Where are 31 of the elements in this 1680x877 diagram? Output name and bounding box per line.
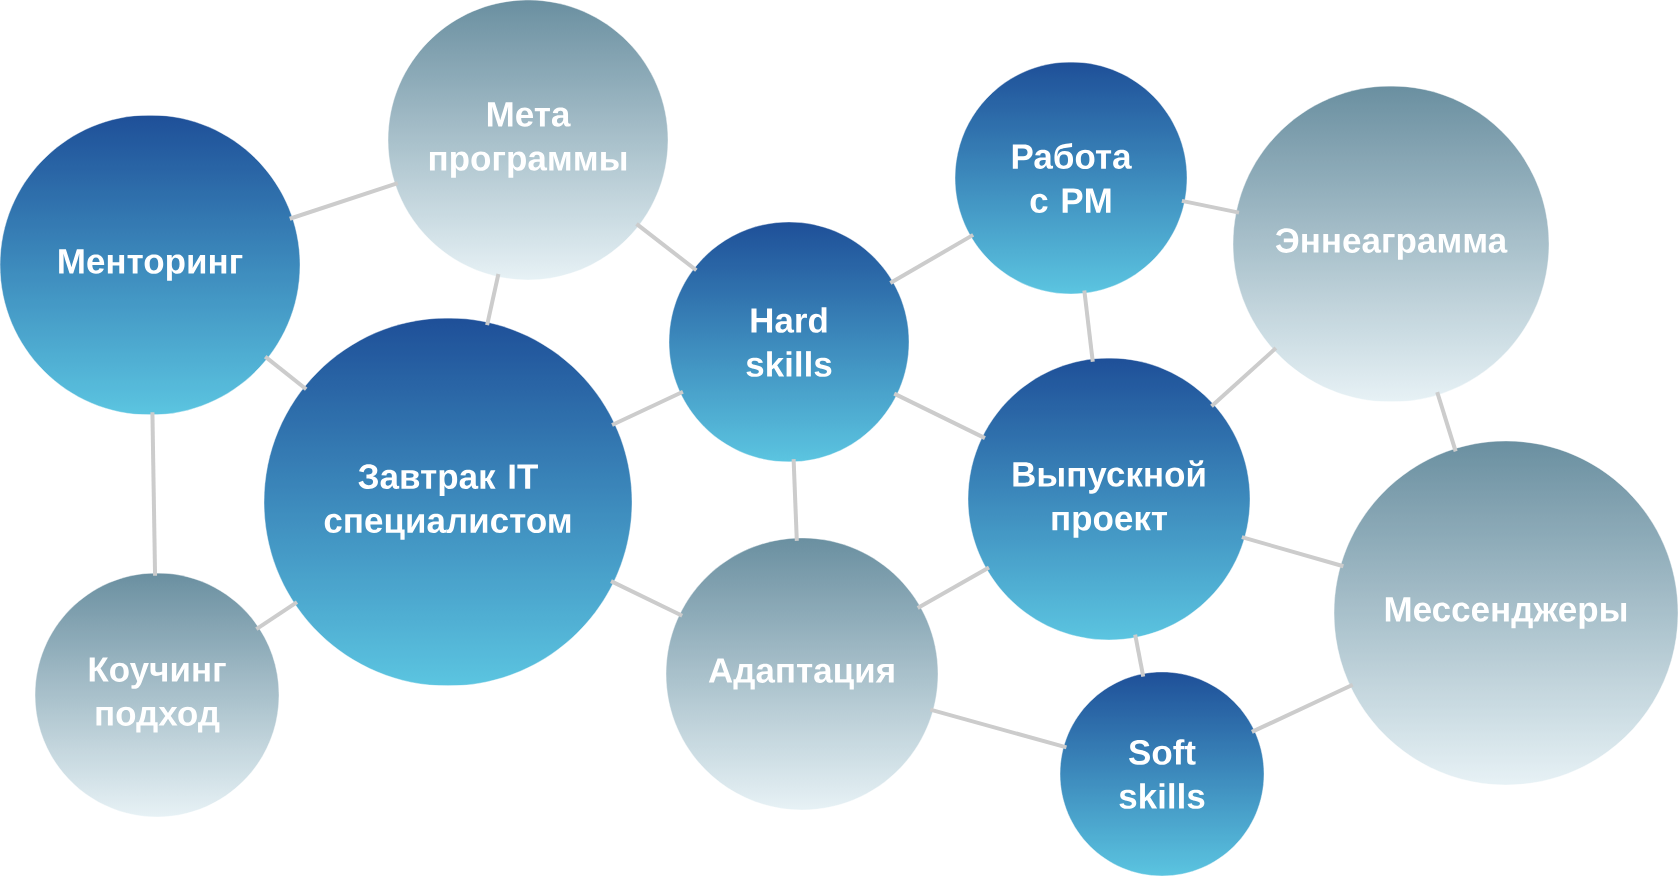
connector-line <box>1210 346 1278 408</box>
circle-node: Адаптация <box>665 537 939 811</box>
connector-line <box>791 459 799 541</box>
circle-node: Менторинг <box>0 114 301 416</box>
connector-line <box>929 707 1067 750</box>
circle-node: Мессенджеры <box>1333 440 1679 786</box>
circle-node: Soft skills <box>1059 671 1265 877</box>
connector-line <box>1435 391 1458 453</box>
circle-node: Коучинг подход <box>34 572 280 818</box>
connector-line <box>1241 535 1344 569</box>
connector-line <box>893 391 986 440</box>
connector-line <box>889 233 975 285</box>
connector-line <box>485 273 501 326</box>
connector-line <box>1251 682 1354 734</box>
connector-line <box>611 389 684 427</box>
connector-line <box>610 579 684 618</box>
circle-node: Работа с PM <box>954 61 1188 295</box>
connector-line <box>1133 634 1146 677</box>
circle-node: Hard skills <box>668 221 910 463</box>
circle-node: Эннеаграмма <box>1232 85 1550 403</box>
circle-node: Завтрак IT специалистом <box>263 317 633 687</box>
connector-line <box>1082 290 1095 362</box>
connector-line <box>255 600 299 631</box>
connector-line <box>916 565 990 610</box>
connector-line <box>1181 198 1240 215</box>
circle-node: Мета программы <box>387 0 669 281</box>
connector-line <box>150 412 158 576</box>
connector-line <box>263 355 308 391</box>
connector-line <box>635 222 698 272</box>
circle-node: Выпускной проект <box>967 357 1251 641</box>
connector-line <box>289 181 399 221</box>
